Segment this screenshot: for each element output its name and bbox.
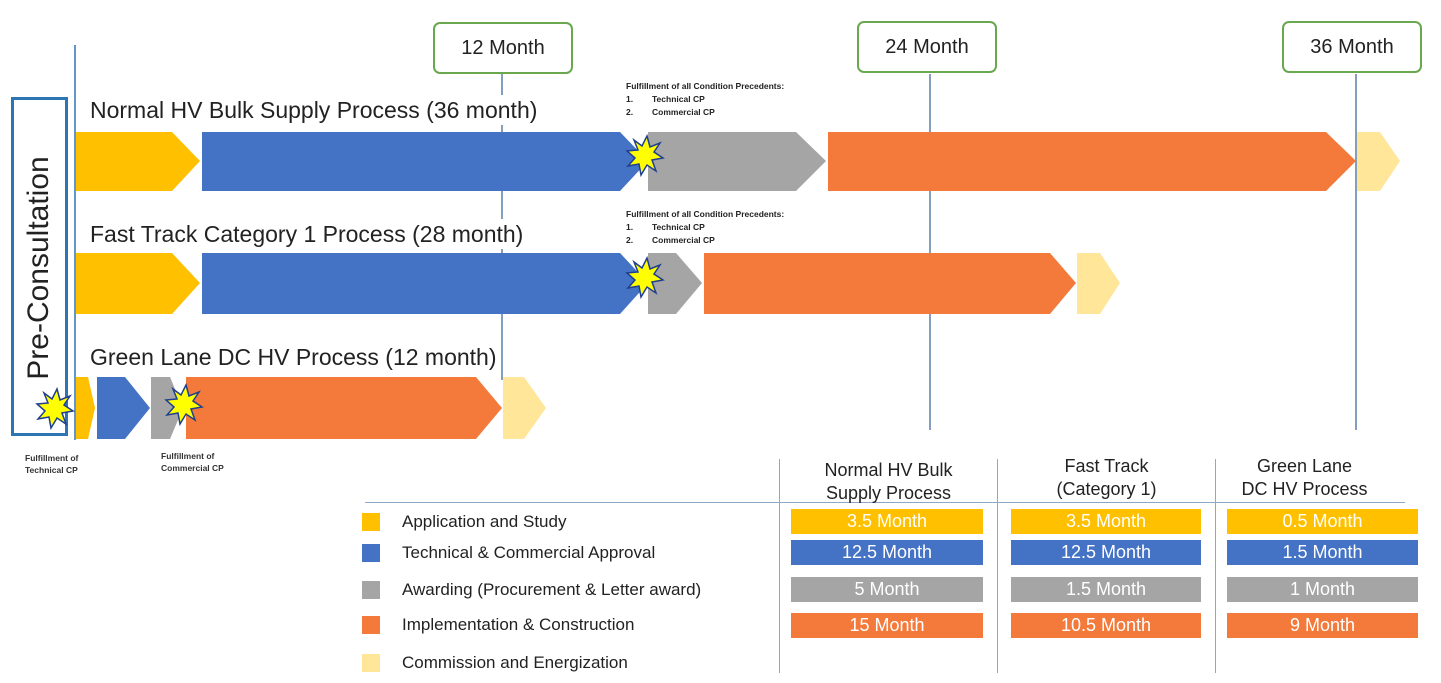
green-application-arrow xyxy=(76,377,95,439)
legend-swatch xyxy=(362,581,380,599)
fulfillment-technical-note: Fulfillment of Technical CP xyxy=(25,453,79,475)
pre-consultation-label: Pre-Consultation xyxy=(22,156,55,380)
col-header-green-lane: Green Lane DC HV Process xyxy=(1241,456,1368,499)
legend-label: Technical & Commercial Approval xyxy=(402,543,656,562)
legend-label: Implementation & Construction xyxy=(402,615,635,634)
table-cell: 5 Month xyxy=(791,577,983,602)
fast-application-arrow xyxy=(76,253,200,314)
starburst-icon xyxy=(35,386,75,431)
green-approval-arrow xyxy=(97,377,150,439)
legend-item: Awarding (Procurement & Letter award) xyxy=(362,575,701,605)
table-cell: 3.5 Month xyxy=(791,509,983,534)
process-title-fast-track: Fast Track Category 1 Process (28 month) xyxy=(90,219,524,249)
table-cell: 9 Month xyxy=(1227,613,1418,638)
table-cell: 1.5 Month xyxy=(1227,540,1418,565)
precedent-title: Fulfillment of all Condition Precedents: xyxy=(626,81,785,91)
normal-application-arrow xyxy=(76,132,200,191)
green-implementation-arrow xyxy=(186,377,502,439)
fast-implementation-arrow xyxy=(704,253,1076,314)
fulfillment-commercial-note: Fulfillment of Commercial CP xyxy=(161,451,224,473)
fast-commission-arrow xyxy=(1077,253,1120,314)
legend-swatch xyxy=(362,544,380,562)
legend-swatch xyxy=(362,654,380,672)
precedent-item: 2.Commercial CP xyxy=(626,235,715,245)
normal-commission-arrow xyxy=(1357,132,1400,191)
milestone-12-month: 12 Month xyxy=(433,22,573,74)
legend-item: Technical & Commercial Approval xyxy=(362,538,655,568)
legend-item: Implementation & Construction xyxy=(362,610,634,640)
table-cell: 3.5 Month xyxy=(1011,509,1201,534)
table-col-divider xyxy=(779,459,780,673)
table-cell: 10.5 Month xyxy=(1011,613,1201,638)
process-title-green-lane: Green Lane DC HV Process (12 month) xyxy=(90,342,497,372)
green-commission-arrow xyxy=(503,377,546,439)
table-cell: 15 Month xyxy=(791,613,983,638)
fast-awarding-arrow xyxy=(648,253,702,314)
fast-approval-arrow xyxy=(202,253,648,314)
starburst-icon xyxy=(625,255,665,300)
precedent-item: 1.Technical CP xyxy=(626,94,705,104)
technical-cp-starburst xyxy=(35,386,75,431)
table-cell: 12.5 Month xyxy=(791,540,983,565)
table-col-divider xyxy=(1215,459,1216,673)
process-title-normal: Normal HV Bulk Supply Process (36 month) xyxy=(76,95,620,125)
milestone-36-month: 36 Month xyxy=(1282,21,1422,73)
table-header-divider xyxy=(365,502,1405,503)
milestone-24-month: 24 Month xyxy=(857,21,997,73)
legend-item: Application and Study xyxy=(362,507,566,537)
legend-label: Awarding (Procurement & Letter award) xyxy=(402,580,702,599)
table-cell: 1.5 Month xyxy=(1011,577,1201,602)
normal-approval-arrow xyxy=(202,132,648,191)
legend-swatch xyxy=(362,513,380,531)
table-cell: 0.5 Month xyxy=(1227,509,1418,534)
precedent-note-fast-track: Fulfillment of all Condition Precedents:… xyxy=(626,208,784,247)
normal-awarding-arrow xyxy=(648,132,826,191)
legend-label: Application and Study xyxy=(402,512,567,531)
precedent-title: Fulfillment of all Condition Precedents: xyxy=(626,209,785,219)
precedent-item: 1.Technical CP xyxy=(626,222,705,232)
table-cell: 12.5 Month xyxy=(1011,540,1201,565)
normal-implementation-arrow xyxy=(828,132,1356,191)
starburst-icon xyxy=(164,382,204,427)
legend-swatch xyxy=(362,616,380,634)
starburst-icon xyxy=(625,133,665,178)
col-header-normal: Normal HV Bulk Supply Process xyxy=(824,460,953,503)
table-col-divider xyxy=(997,459,998,673)
legend-label: Commission and Energization xyxy=(402,653,628,672)
legend-item: Commission and Energization xyxy=(362,648,628,678)
pre-consultation-box: Pre-Consultation xyxy=(11,97,68,436)
col-header-fast-track: Fast Track (Category 1) xyxy=(1056,456,1157,499)
precedent-note-normal: Fulfillment of all Condition Precedents:… xyxy=(626,80,784,119)
precedent-item: 2.Commercial CP xyxy=(626,107,715,117)
table-cell: 1 Month xyxy=(1227,577,1418,602)
